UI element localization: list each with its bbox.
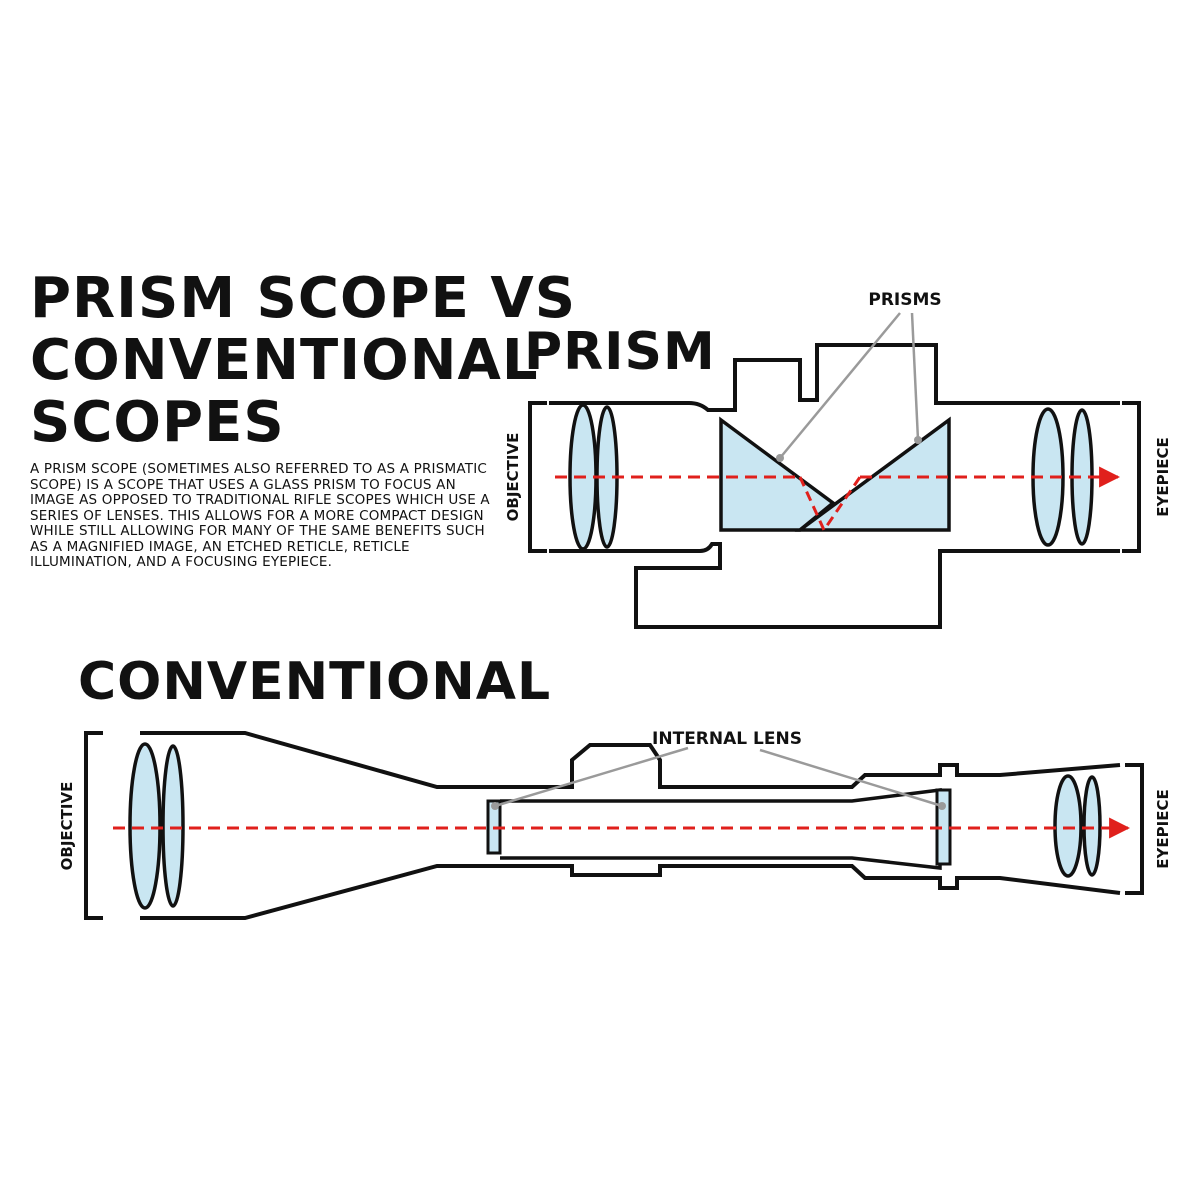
- prisms-label: PRISMS: [868, 290, 941, 310]
- prism-leader-right: [910, 312, 920, 441]
- conv-leader-left: [494, 746, 689, 808]
- main-title-line-3: SCOPES: [30, 390, 285, 455]
- conv-eyepiece-lens-2: [1082, 775, 1102, 877]
- main-title-line-2: CONVENTIONAL: [30, 328, 539, 393]
- prism-objective-bracket: [528, 401, 547, 553]
- conv-eyepiece-label: EYEPIECE: [1154, 789, 1172, 868]
- conv-leader-dot-right: [938, 802, 946, 810]
- main-title: PRISM SCOPE VS CONVENTIONAL SCOPES: [30, 268, 576, 454]
- prism-heading: PRISM: [524, 322, 716, 382]
- prism-leader-left: [779, 312, 901, 459]
- prism-scope-diagram: PRISMS OBJECTIVE EYEPIECE: [504, 290, 1172, 629]
- internal-lens-label: INTERNAL LENS: [652, 729, 802, 749]
- conv-objective-lens-1: [128, 742, 162, 910]
- description-text: A PRISM SCOPE (SOMETIMES ALSO REFERRED T…: [30, 461, 490, 570]
- conv-leader-dot-left: [491, 802, 499, 810]
- prism-glass-right: [794, 416, 951, 532]
- prism-body-top-outline: [549, 343, 1120, 412]
- conv-leader-right: [759, 748, 943, 808]
- prism-eyepiece-label: EYEPIECE: [1154, 437, 1172, 516]
- conv-body-top-outline: [140, 731, 1121, 789]
- conventional-heading: CONVENTIONAL: [78, 652, 552, 712]
- prism-light-path-fold: [798, 476, 862, 534]
- prism-leader-dot-left: [776, 454, 784, 462]
- main-title-line-1: PRISM SCOPE VS: [30, 266, 577, 331]
- prism-leader-dot-right: [914, 436, 922, 444]
- conv-objective-lens-2: [161, 744, 185, 908]
- conv-body-bottom-outline: [140, 864, 1121, 920]
- conv-objective-bracket: [84, 731, 103, 920]
- conventional-scope-diagram: INTERNAL LENS OBJECTIVE EYEPIECE: [58, 729, 1172, 920]
- conv-eyepiece-bracket: [1125, 763, 1144, 895]
- prism-body-bottom-outline: [549, 542, 1120, 629]
- prism-objective-label: OBJECTIVE: [504, 433, 522, 522]
- conv-objective-label: OBJECTIVE: [58, 782, 76, 871]
- prism-eyepiece-bracket: [1122, 401, 1141, 553]
- conv-eyepiece-lens-1: [1053, 774, 1083, 878]
